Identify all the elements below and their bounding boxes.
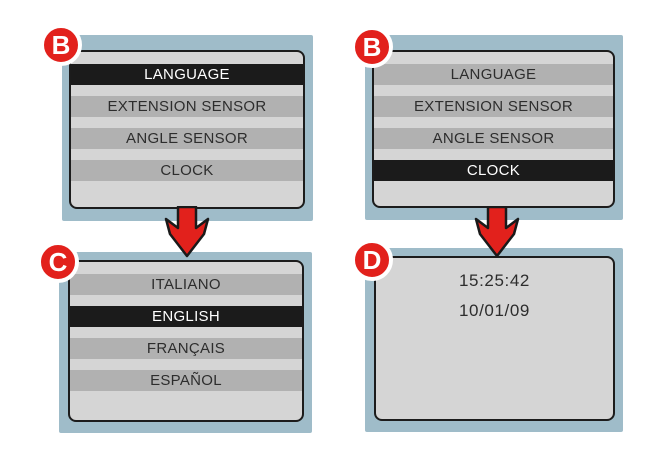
panel-language-options: C ITALIANO ENGLISH FRANÇAIS ESPAÑOL	[37, 241, 312, 433]
menu-item-language[interactable]: LANGUAGE	[71, 64, 303, 85]
time-value: 15:25:42	[459, 271, 530, 290]
badge-b: B	[40, 24, 82, 66]
menu-list: LANGUAGE EXTENSION SENSOR ANGLE SENSOR CLOC…	[374, 52, 613, 181]
down-arrow-icon	[163, 206, 211, 258]
down-arrow-icon	[473, 206, 521, 258]
menu-item-italiano[interactable]: ITALIANO	[70, 274, 302, 295]
menu-item-fran-ais[interactable]: FRANÇAIS	[70, 338, 302, 359]
panel-clock-display: D 15:25:42 10/01/09	[351, 239, 623, 432]
panel-main-menu-language-selected: B LANGUAGE EXTENSION SENSOR ANGLE SENSOR CL…	[40, 24, 313, 221]
device-screen: LANGUAGE EXTENSION SENSOR ANGLE SENSOR CLOC…	[372, 50, 615, 208]
menu-item-espa-ol[interactable]: ESPAÑOL	[70, 370, 302, 391]
panel-main-menu-clock-selected: B LANGUAGE EXTENSION SENSOR ANGLE SENSOR CL…	[351, 26, 623, 220]
menu-item-extension-sensor[interactable]: EXTENSION SENSOR	[374, 96, 613, 117]
menu-item-clock[interactable]: CLOCK	[374, 160, 613, 181]
badge-c: C	[37, 241, 79, 283]
clock-readout: 15:25:42 10/01/09	[376, 258, 613, 326]
badge-d: D	[351, 239, 393, 281]
date-value: 10/01/09	[459, 301, 530, 320]
menu-item-language[interactable]: LANGUAGE	[374, 64, 613, 85]
menu-item-clock[interactable]: CLOCK	[71, 160, 303, 181]
menu-item-english[interactable]: ENGLISH	[70, 306, 302, 327]
device-screen: 15:25:42 10/01/09	[374, 256, 615, 421]
menu-list: ITALIANO ENGLISH FRANÇAIS ESPAÑOL	[70, 262, 302, 391]
device-screen: ITALIANO ENGLISH FRANÇAIS ESPAÑOL	[68, 260, 304, 422]
menu-item-extension-sensor[interactable]: EXTENSION SENSOR	[71, 96, 303, 117]
menu-item-angle-sensor[interactable]: ANGLE SENSOR	[71, 128, 303, 149]
menu-item-angle-sensor[interactable]: ANGLE SENSOR	[374, 128, 613, 149]
badge-b: B	[351, 26, 393, 68]
device-screen: LANGUAGE EXTENSION SENSOR ANGLE SENSOR CLOC…	[69, 50, 305, 209]
menu-list: LANGUAGE EXTENSION SENSOR ANGLE SENSOR CLOC…	[71, 52, 303, 181]
